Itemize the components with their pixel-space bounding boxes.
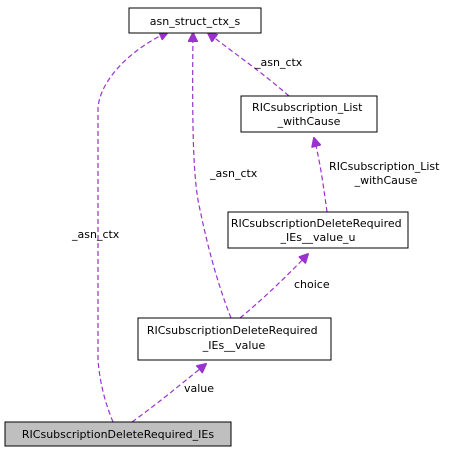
edge-list-to-asn-ctx	[208, 33, 290, 97]
edge-label-asn-ctx-middle: _asn_ctx	[209, 167, 258, 180]
edge-label-choice: choice	[294, 278, 330, 291]
edge-ies-to-value	[131, 364, 206, 423]
edge-label-value: value	[184, 382, 214, 395]
edge-value-to-asn-ctx	[193, 33, 232, 319]
svg-text:RICsubscriptionDeleteRequired_: RICsubscriptionDeleteRequired_IEs	[22, 428, 214, 441]
edge-value-to-value-u	[239, 254, 308, 319]
edge-value-u-to-list	[314, 138, 328, 213]
node-asn-struct-ctx-s[interactable]: asn_struct_ctx_s	[128, 7, 262, 34]
svg-text:RICsubscription_List _wi: RICsubscription_List _withCause	[252, 101, 366, 128]
edge-label-list-with-cause: RICsubscription_List _withCause	[329, 160, 443, 187]
svg-text:RICsubscriptionDeleteRequired: RICsubscriptionDeleteRequired _IEs__valu…	[147, 324, 321, 352]
edge-label-asn-ctx-right: _asn_ctx	[254, 56, 303, 69]
node-ies-value-u[interactable]: RICsubscriptionDeleteRequired _IEs__valu…	[227, 211, 409, 249]
edge-label-asn-ctx-left: _asn_ctx	[71, 228, 120, 241]
svg-text:RICsubscriptionDeleteRequired: RICsubscriptionDeleteRequired _IEs__valu…	[231, 217, 405, 244]
node-ies-value[interactable]: RICsubscriptionDeleteRequired _IEs__valu…	[137, 317, 332, 361]
node-ricsubscription-list-with-cause[interactable]: RICsubscription_List _withCause	[240, 95, 378, 133]
svg-text:asn_struct_ctx_s: asn_struct_ctx_s	[150, 15, 241, 28]
edge-ies-to-asn-ctx	[97, 32, 168, 423]
node-ricsubscription-delete-required-ies[interactable]: RICsubscriptionDeleteRequired_IEs	[4, 421, 232, 447]
